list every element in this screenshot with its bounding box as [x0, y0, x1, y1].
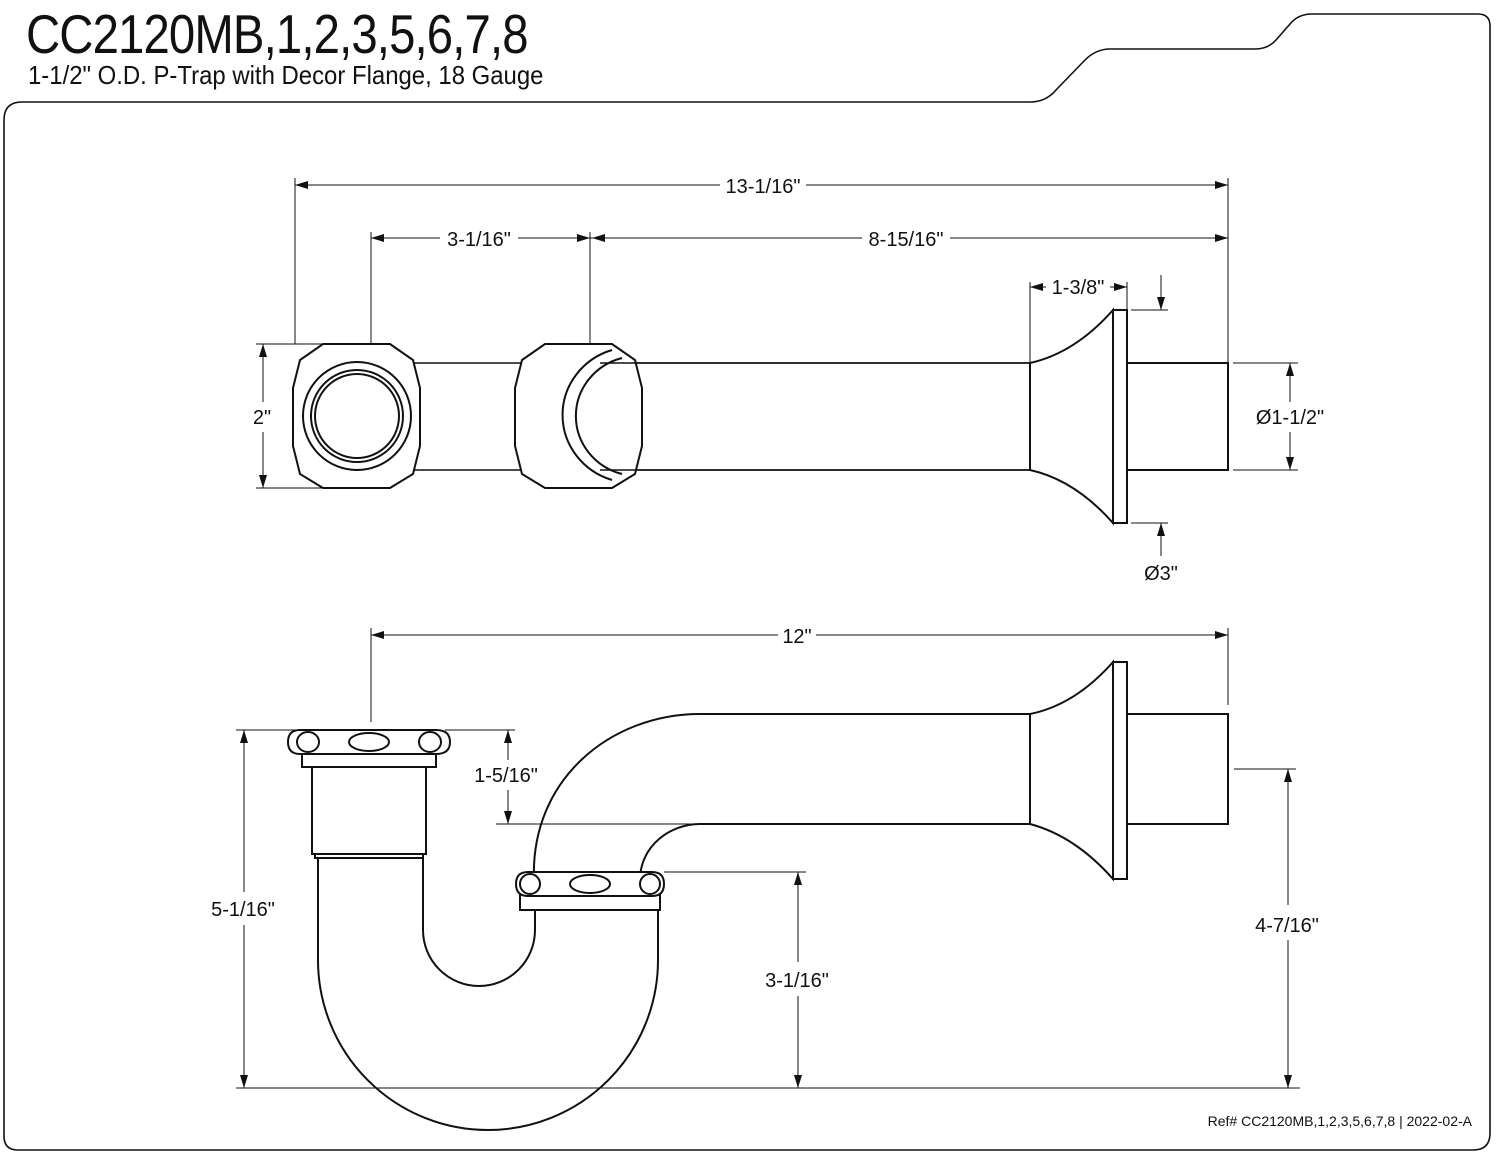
side-nut-top — [286, 729, 452, 755]
dim-flange-depth: 1-3/8" — [1052, 277, 1105, 299]
top-nut-2 — [514, 343, 643, 489]
reference-number: Ref# CC2120MB,1,2,3,5,6,7,8 | 2022-02-A — [1207, 1113, 1472, 1129]
dim-nut-height: 2" — [253, 407, 271, 429]
dim-pipe-diameter: Ø1-1/2" — [1256, 407, 1324, 429]
top-flange — [1029, 307, 1114, 526]
drawing-frame — [3, 13, 1491, 1151]
dim-arm-offset: 1-5/16" — [474, 765, 538, 787]
tailpiece — [311, 765, 427, 855]
dim-overall-length: 13-1/16" — [726, 176, 801, 198]
dim-flange-diameter: Ø3" — [1144, 563, 1178, 585]
top-view — [292, 307, 1229, 526]
side-dimensions: 12" 1-5/16" 5-1/16" 3-1/16" 4-7/16" — [211, 626, 1319, 1089]
dim-nut-height-side: 3-1/16" — [765, 970, 829, 992]
dim-nut-spacing: 3-1/16" — [447, 229, 511, 251]
j-bend — [317, 854, 659, 1131]
dim-side-length: 12" — [782, 626, 811, 648]
dim-total-height: 5-1/16" — [211, 899, 275, 921]
side-view — [286, 659, 1229, 1131]
side-nut-middle — [514, 871, 666, 897]
trap-arm — [532, 713, 1031, 881]
page-title: CC2120MB,1,2,3,5,6,7,8 — [26, 3, 529, 65]
dim-arm-length: 8-15/16" — [869, 229, 944, 251]
dim-outlet-height: 4-7/16" — [1255, 915, 1319, 937]
top-nut-1 — [292, 343, 421, 489]
page-subtitle: 1-1/2" O.D. P-Trap with Decor Flange, 18… — [28, 60, 544, 90]
side-flange — [1029, 659, 1114, 882]
top-dimensions: 13-1/16" 3-1/16" 8-15/16" 1-3/8" 2" Ø1-1… — [253, 176, 1324, 585]
